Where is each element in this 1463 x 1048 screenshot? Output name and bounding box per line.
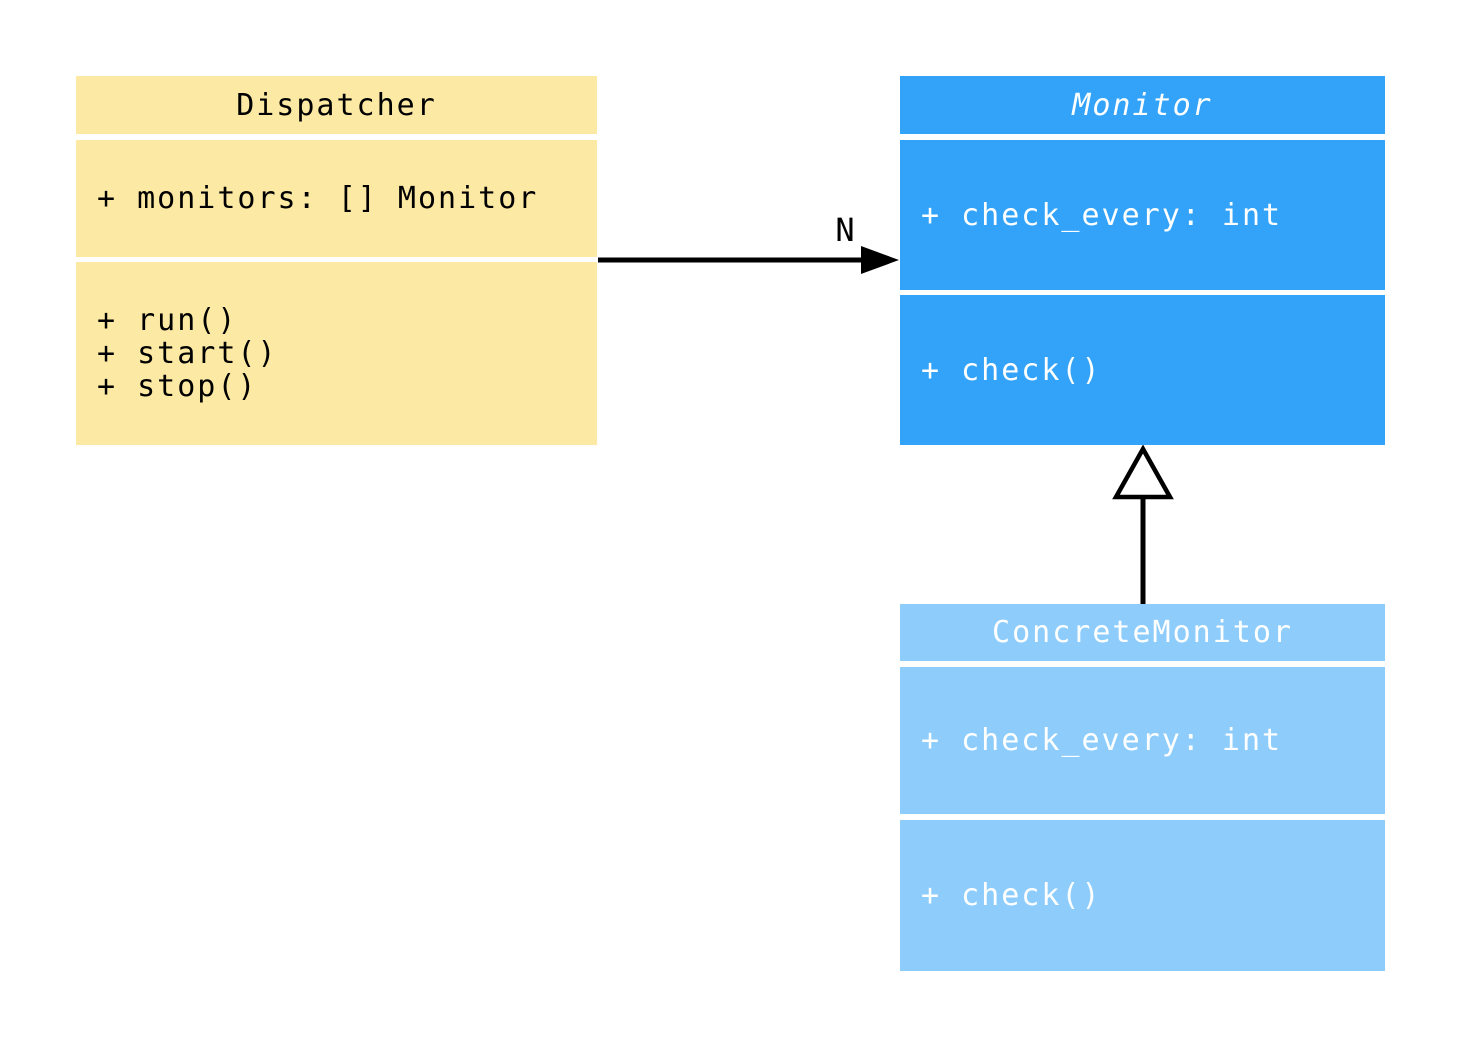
class-title-compartment: Monitor (900, 76, 1385, 134)
class-name: ConcreteMonitor (992, 615, 1293, 650)
association-dispatcher-monitor: N (598, 211, 899, 274)
attributes-compartment: + monitors: [] Monitor (76, 140, 597, 257)
class-dispatcher: Dispatcher + monitors: [] Monitor + run(… (76, 76, 597, 445)
attributes-compartment: + check_every: int (900, 667, 1385, 814)
methods-compartment: + check() (900, 295, 1385, 445)
method-line: + start() (97, 336, 278, 371)
attributes-compartment: + check_every: int (900, 140, 1385, 290)
attribute-line: + check_every: int (921, 723, 1283, 758)
methods-compartment: + check() (900, 820, 1385, 971)
inheritance-triangle-icon (1112, 444, 1174, 500)
method-line: + check() (921, 352, 1102, 388)
class-concretemonitor: ConcreteMonitor + check_every: int + che… (900, 604, 1385, 971)
association-multiplicity-label: N (835, 211, 854, 249)
class-title-compartment: ConcreteMonitor (900, 604, 1385, 661)
class-monitor: Monitor + check_every: int + check() (900, 76, 1385, 445)
attribute-line: + check_every: int (921, 197, 1283, 233)
class-name: Dispatcher (236, 87, 437, 123)
association-arrowhead-icon (861, 246, 899, 274)
inheritance-concretemonitor-monitor (1112, 444, 1174, 604)
class-title-compartment: Dispatcher (76, 76, 597, 134)
method-line: + stop() (97, 369, 258, 404)
methods-compartment: + run() + start() + stop() (76, 262, 597, 445)
class-name: Monitor (1072, 87, 1213, 123)
attribute-line: + monitors: [] Monitor (97, 181, 539, 216)
method-line: + check() (921, 878, 1102, 913)
method-line: + run() (97, 303, 238, 338)
